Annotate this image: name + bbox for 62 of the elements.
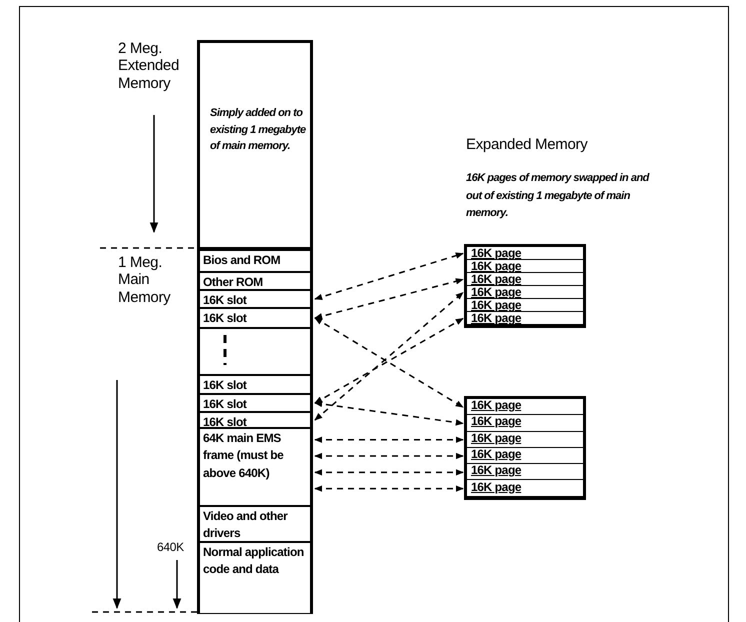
memory-cell	[197, 250, 313, 272]
cell-label: 16K page	[471, 285, 522, 299]
memory-cell	[197, 542, 313, 614]
cell-label: 16K page	[471, 480, 522, 494]
memory-cell	[197, 308, 313, 328]
page-row	[467, 480, 583, 497]
page-group-box	[464, 244, 586, 328]
cell-label: 16K page	[471, 259, 522, 273]
cell-label: 16K slot	[203, 311, 246, 325]
dashed-arrow	[314, 292, 464, 421]
page-group-box	[464, 396, 586, 500]
dashed-arrow	[314, 485, 464, 492]
cell-label: 16K page	[471, 246, 522, 260]
page-row	[467, 312, 583, 325]
cell-label: 16K slot	[203, 397, 246, 411]
cell-label: 16K page	[471, 272, 522, 286]
dashed-arrow	[314, 436, 464, 443]
page-row	[467, 247, 583, 260]
cell-label: Video and other drivers	[203, 509, 288, 540]
memory-cell	[197, 412, 313, 428]
cell-label: 16K page	[471, 311, 522, 325]
region-label: 2 Meg. Extended Memory	[118, 40, 180, 92]
page-row	[467, 260, 583, 273]
memory-cell	[197, 428, 313, 506]
cell-label: 16K page	[471, 463, 522, 478]
memory-cell	[197, 328, 313, 375]
page-row	[467, 448, 583, 464]
cell-label: 16K page	[471, 398, 522, 412]
cell-label: Bios and ROM	[203, 253, 280, 267]
cell-label: 16K page	[471, 430, 522, 445]
dashed-arrow	[314, 252, 464, 300]
page-row	[467, 415, 583, 432]
cell-label: 16K slot	[203, 378, 246, 392]
cell-label: 16K page	[471, 298, 522, 312]
cell-label: 64K main EMS frame (must be above 640K)	[203, 431, 284, 480]
cell-label: 16K page	[471, 414, 522, 428]
dashed-arrow	[314, 452, 464, 460]
page-row	[467, 286, 583, 299]
region-note: Simply added on to existing 1 megabyte of main memory.	[210, 106, 306, 154]
dashed-arrow	[314, 278, 464, 320]
cell-label: Other ROM	[203, 275, 263, 289]
page-row	[467, 399, 583, 416]
memory-cell	[197, 272, 313, 290]
memory-region	[197, 40, 313, 250]
section-heading: Expanded Memory	[466, 136, 588, 154]
memory-cell	[197, 394, 313, 412]
cell-label: 16K slot	[203, 415, 246, 429]
page-row	[467, 299, 583, 312]
address-label: 640K	[157, 541, 184, 555]
cell-label: Normal application code and data	[203, 545, 304, 576]
page-row	[467, 432, 583, 448]
memory-cell	[197, 375, 313, 394]
memory-cell	[197, 290, 313, 308]
cell-label: 16K page	[471, 446, 522, 461]
page-row	[467, 464, 583, 480]
region-label: 1 Meg. Main Memory	[118, 254, 172, 306]
dashed-arrow	[314, 400, 464, 426]
cell-label: 16K slot	[203, 293, 246, 307]
memory-cell	[197, 506, 313, 542]
dashed-arrow	[314, 469, 464, 476]
page-row	[467, 273, 583, 286]
description-text: 16K pages of memory swapped in and out of existing 1 megabyte of main memory.	[466, 171, 650, 222]
